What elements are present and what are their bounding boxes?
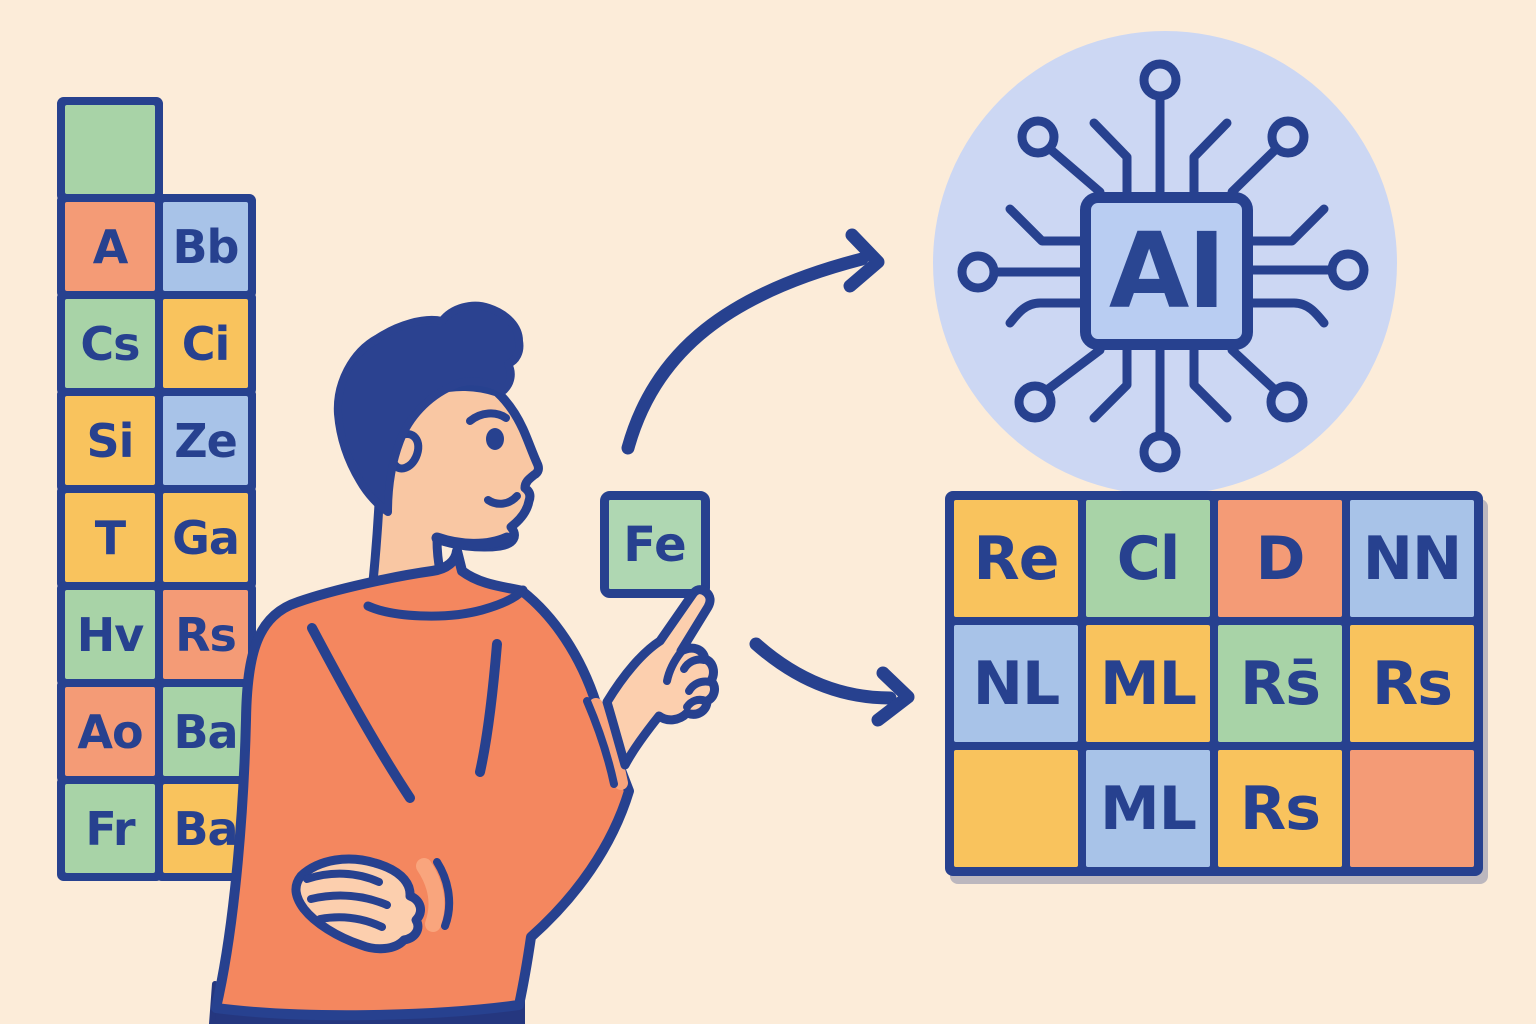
grid-tile: NL xyxy=(954,625,1078,742)
right-ml-grid: Re Cl D NN NL ML Rs̄ Rs ML Rs xyxy=(945,491,1483,876)
grid-tile: ML xyxy=(1086,625,1210,742)
finger-line xyxy=(685,677,714,695)
finger-line xyxy=(307,891,391,909)
element-tile: Rs xyxy=(163,590,248,679)
element-tile: T xyxy=(65,493,155,582)
grid-tile: Rs xyxy=(1350,625,1474,742)
face xyxy=(365,382,543,615)
grid-tile: Re xyxy=(954,500,1078,617)
sleeve-cuff-line xyxy=(583,697,618,788)
element-tile: Hv xyxy=(65,590,155,679)
jaw-shadow-line xyxy=(431,532,513,550)
grid-tile: Rs xyxy=(1218,750,1342,867)
ai-circuit-icon xyxy=(957,59,1369,473)
grid-tile: Cl xyxy=(1086,500,1210,617)
curved-arrow-to-grid-head-icon xyxy=(871,666,915,727)
fe-element-tile: Fe xyxy=(600,491,710,598)
element-tile: Ba xyxy=(163,687,248,776)
element-tile: Ao xyxy=(65,687,155,776)
finger-line xyxy=(316,913,386,931)
grid-tile: Rs̄ xyxy=(1218,625,1342,742)
grid-tile: NN xyxy=(1350,500,1474,617)
element-tile: A xyxy=(65,202,155,291)
element-tile: Fr xyxy=(65,784,155,873)
grid-tile: ML xyxy=(1086,750,1210,867)
arm-fold-line xyxy=(307,623,415,803)
stack-gap xyxy=(163,105,248,194)
pants xyxy=(209,981,525,1024)
element-tile: Ba xyxy=(163,784,248,873)
curved-arrow-to-ai-icon xyxy=(621,252,869,455)
element-tile: Bb xyxy=(163,202,248,291)
sleeve-cuff xyxy=(589,698,628,790)
finger-line xyxy=(683,695,710,711)
eyebrow xyxy=(466,409,510,425)
element-tile: Si xyxy=(65,396,155,485)
left-hand xyxy=(291,854,425,954)
finger-line xyxy=(303,869,383,886)
ai-chip-label: AI xyxy=(1108,210,1226,332)
finger-line xyxy=(680,655,708,673)
curved-arrow-to-grid-icon xyxy=(749,637,897,705)
fe-tile-label: Fe xyxy=(623,516,687,573)
grid-tile: D xyxy=(1218,500,1342,617)
finger-line xyxy=(663,648,685,685)
curved-arrow-to-ai-head-icon xyxy=(843,228,885,293)
element-tile: Cs xyxy=(65,299,155,388)
ear xyxy=(391,430,423,473)
ai-chip: AI xyxy=(1080,192,1253,350)
left-element-stack: A Bb Cs Ci Si Ze T Ga Hv Rs Ao Ba Fr Ba xyxy=(65,105,248,873)
hair xyxy=(333,301,524,516)
element-tile xyxy=(65,105,155,194)
sleeve-cuff xyxy=(416,858,445,932)
eye xyxy=(486,428,504,450)
torso xyxy=(211,546,634,1021)
arm-fold-line xyxy=(475,639,502,777)
sleeve-cuff-line xyxy=(433,858,454,930)
element-tile: Ci xyxy=(163,299,248,388)
smile xyxy=(484,492,521,508)
pointing-hand xyxy=(602,585,719,770)
collar-line xyxy=(363,585,528,621)
grid-tile xyxy=(1350,750,1474,867)
grid-tile xyxy=(954,750,1078,867)
element-tile: Ga xyxy=(163,493,248,582)
element-tile: Ze xyxy=(163,396,248,485)
ai-circle-background: AI xyxy=(933,31,1397,495)
